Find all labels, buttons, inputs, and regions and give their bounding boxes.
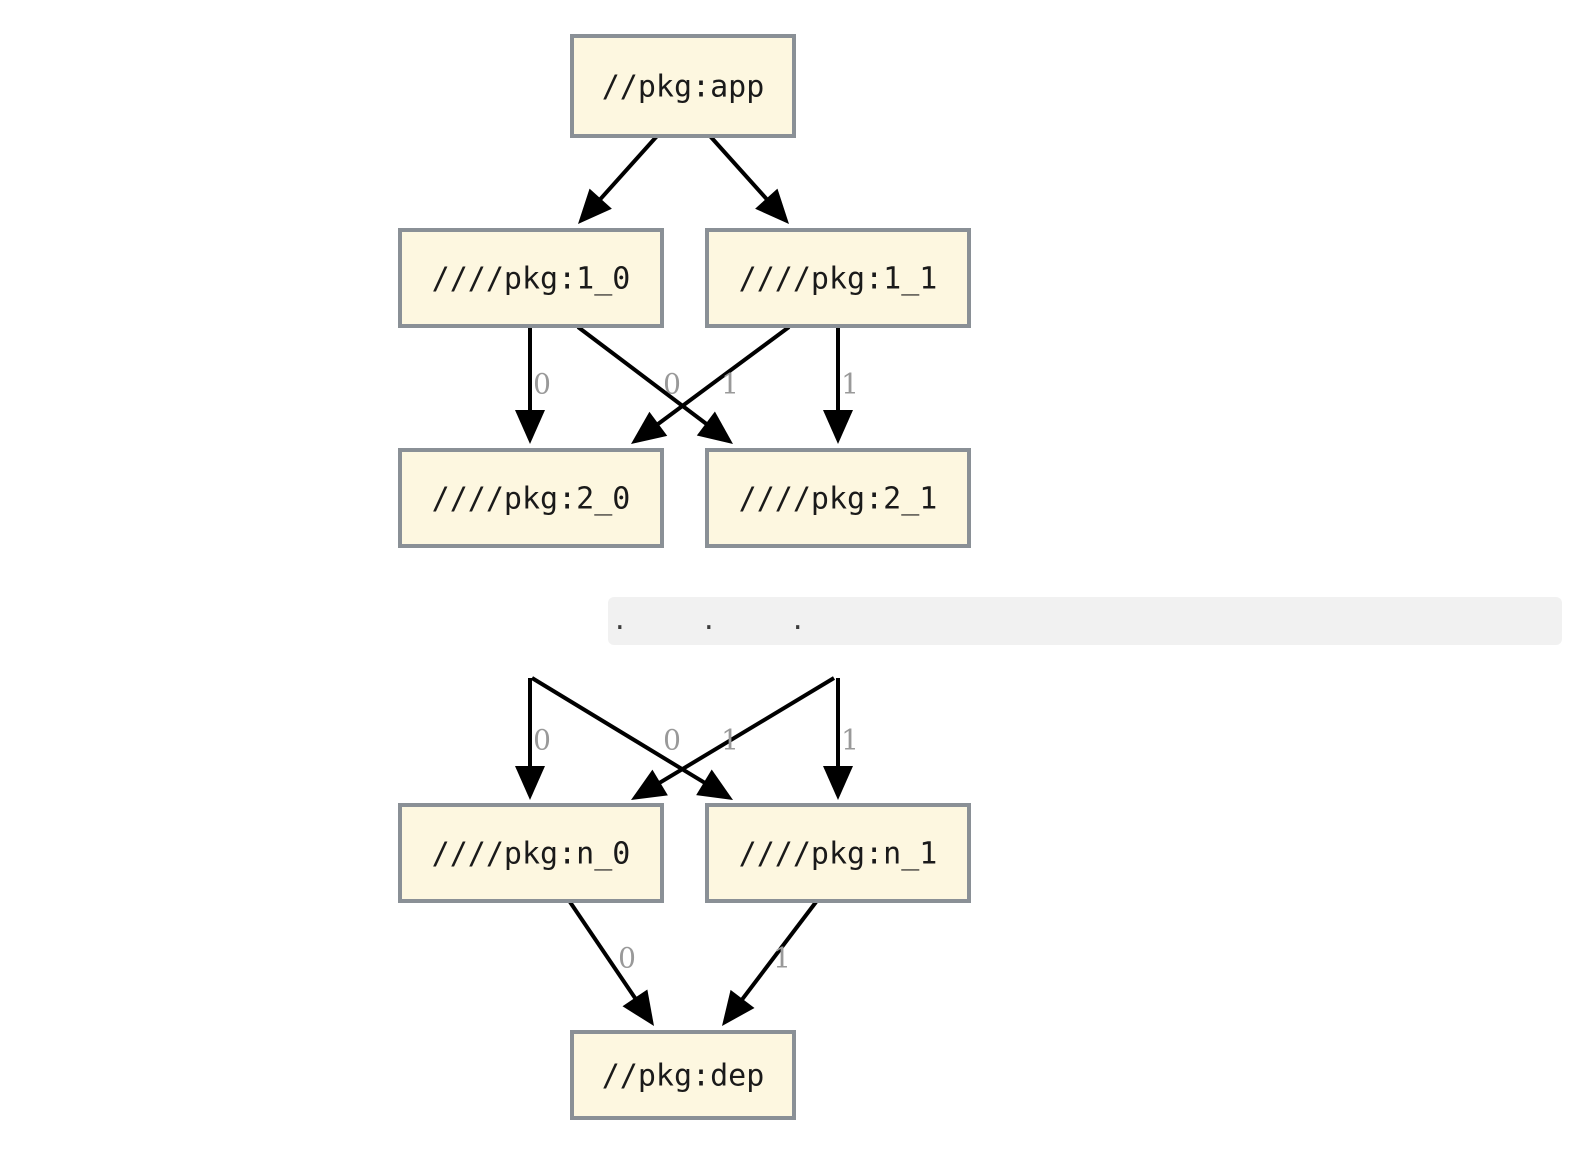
node-label: ////pkg:2_1 [739,482,938,517]
node-box[interactable] [398,803,664,903]
arrowhead-icon [515,410,545,444]
edge-line [653,676,836,788]
edge-label-ny-n_1: 1 [841,724,859,757]
graph-edge-ny-n_1 [823,678,853,800]
graph-node-nn_1[interactable]: ////pkg:n_1 [705,803,971,903]
arrowhead-icon [631,411,668,444]
edge-label-1_0-2_0: 0 [533,368,551,401]
ellipsis-separator-band [608,597,1562,645]
edge-line [576,325,712,429]
node-box[interactable] [398,448,664,548]
graph-node-nn_0[interactable]: ////pkg:n_0 [398,803,664,903]
node-label: ////pkg:n_1 [739,837,938,872]
graph-edge-n_0-dep [568,900,654,1026]
node-box[interactable] [398,228,664,328]
node-box[interactable] [705,803,971,903]
nodes-layer: //pkg:app ////pkg:1_0 ////pkg:1_1 ////pkg:2… [398,34,971,1120]
edge-label-ny-n_0: 1 [721,724,739,757]
arrowhead-icon [823,410,853,444]
arrowhead-icon [696,769,733,800]
arrowhead-icon [722,989,755,1026]
arrowhead-icon [631,769,668,800]
arrowhead-icon [823,766,853,800]
node-label: ////pkg:1_0 [432,262,631,297]
edge-label-1_1-2_1: 1 [841,368,859,401]
edge-label-nx-n_0: 0 [533,724,551,757]
arrowhead-icon [515,766,545,800]
graph-node-n2_1[interactable]: ////pkg:2_1 [705,448,971,548]
edge-line [708,134,772,205]
edge-label-n_1-dep: 1 [773,942,791,975]
graph-edge-n_1-dep [722,900,818,1026]
graph-edge-app-1_1 [708,134,789,224]
ellipsis-dots: . . . [612,606,820,636]
edge-label-n_0-dep: 0 [618,942,636,975]
edge-labels-layer: 0 0 1 1 0 0 1 1 0 1 [533,368,859,975]
graph-node-n2_0[interactable]: ////pkg:2_0 [398,448,664,548]
edge-line [737,900,818,1005]
edge-line [530,676,711,788]
graph-node-n1_1[interactable]: ////pkg:1_1 [705,228,971,328]
edge-label-nx-n_1: 0 [663,724,681,757]
node-label: ////pkg:n_0 [432,837,631,872]
arrowhead-icon [755,188,789,224]
graph-node-n1_0[interactable]: ////pkg:1_0 [398,228,664,328]
node-label: ////pkg:1_1 [739,262,938,297]
graph-edge-app-1_0 [578,134,659,224]
graph-edge-1_0-2_1 [576,325,733,444]
graph-edge-1_0-2_0 [515,327,545,444]
node-label: //pkg:app [602,70,765,105]
arrowhead-icon [622,989,654,1026]
graph-edge-1_1-2_1 [823,327,853,444]
graph-edge-nx-n_0 [515,678,545,800]
edge-line [652,325,791,429]
node-box[interactable] [705,228,971,328]
node-label: ////pkg:2_0 [432,482,631,517]
graph-edge-ny-n_0 [631,676,836,800]
node-box[interactable] [570,34,796,138]
edge-label-1_0-2_1: 0 [663,368,681,401]
edge-line [595,134,659,205]
edge-line [568,900,640,1004]
node-label: //pkg:dep [602,1059,765,1094]
node-box[interactable] [570,1030,796,1120]
node-box[interactable] [705,448,971,548]
arrowhead-icon [696,411,733,444]
graph-node-dep[interactable]: //pkg:dep [570,1030,796,1120]
edges-layer [515,134,853,1026]
edge-label-1_1-2_0: 1 [721,368,739,401]
arrowhead-icon [578,188,612,224]
graph-edge-nx-n_1 [530,676,733,800]
graph-edge-1_1-2_0 [631,325,791,444]
graph-node-app[interactable]: //pkg:app [570,34,796,138]
